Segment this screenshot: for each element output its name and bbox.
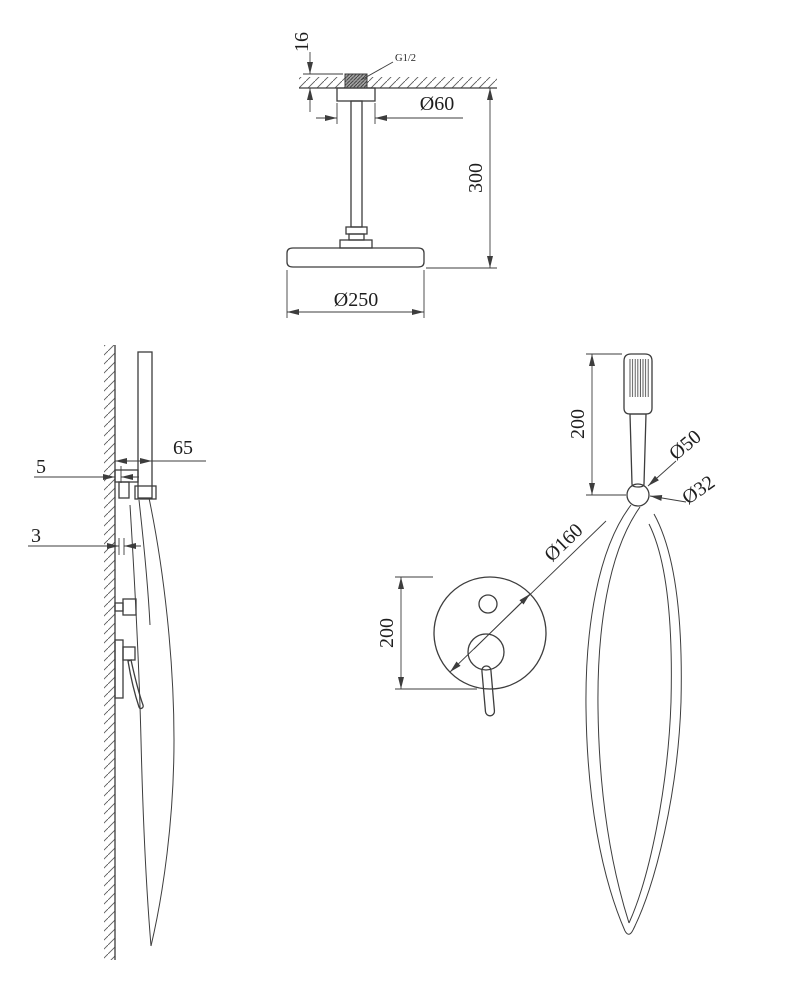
dim-drop-300: 300 <box>426 88 497 269</box>
holder-bracket-body <box>118 481 130 499</box>
dim-projection-65: 65 <box>115 437 206 464</box>
ceiling-flange <box>336 87 376 102</box>
mixer-side-view <box>114 598 144 710</box>
handset-length-label: 200 <box>567 409 589 439</box>
view-handshower-mixer-front: 200 Ø50 Ø32 Ø160 200 <box>376 353 719 935</box>
dim-head-250: Ø250 <box>286 270 425 318</box>
thread-fitting <box>344 73 368 89</box>
ceiling-hatch <box>299 77 497 89</box>
hose-side-view <box>129 497 175 947</box>
dim-recess-16: 16 <box>291 32 343 112</box>
dim-offset-5: 5 <box>34 456 139 483</box>
dim-thickness-3: 3 <box>28 525 141 555</box>
diverter-knob-circle <box>478 594 498 614</box>
holder-outer-label: Ø50 <box>665 426 706 465</box>
diverter-stem-side <box>114 602 124 612</box>
handshower-head <box>623 353 653 415</box>
spray-face <box>628 359 649 397</box>
hose-front-view <box>585 504 682 935</box>
shower-arm <box>350 100 363 228</box>
wall-hatch <box>104 345 116 960</box>
view-wall-profile: 65 5 3 <box>28 345 206 960</box>
plate-thickness-label: 3 <box>31 525 41 547</box>
arm-connector-upper <box>345 226 368 235</box>
holder-projection-label: 65 <box>173 437 193 459</box>
view-ceiling-shower: G1/2 16 Ø60 300 <box>286 32 497 318</box>
head-hub <box>339 239 373 249</box>
thread-leader-line <box>360 61 394 81</box>
arm-connector-lower <box>348 233 365 241</box>
dim-flange-60: Ø60 <box>316 93 463 124</box>
handle-base-circle <box>467 633 505 671</box>
trim-plate-diameter-label: Ø160 <box>540 519 587 566</box>
handle-lever-side <box>127 659 144 710</box>
head-diameter-label: Ø250 <box>334 289 378 311</box>
recess-depth-label: 16 <box>291 32 313 52</box>
shower-head-disc <box>286 247 425 268</box>
bracket-offset-label: 5 <box>36 456 46 478</box>
dim-plate-160: Ø160 <box>449 519 607 673</box>
holder-ring <box>626 483 650 507</box>
holder-inner-label: Ø32 <box>678 471 719 509</box>
handle-lever-front <box>481 665 496 717</box>
diverter-knob-side <box>122 598 137 616</box>
dim-mixer-200: 200 <box>376 576 477 690</box>
flange-diameter-label: Ø60 <box>420 93 454 115</box>
thread-label: G1/2 <box>395 53 416 64</box>
trim-plate-circle <box>433 576 547 690</box>
holder-cup <box>134 485 157 500</box>
mixer-height-label: 200 <box>376 618 398 648</box>
handshower-side-tube <box>137 351 153 499</box>
handshower-handle <box>629 413 647 488</box>
mixer-front-view <box>433 576 547 717</box>
holder-bracket-arm <box>114 469 139 483</box>
trim-plate-side <box>114 639 124 699</box>
dim-holder-diameters: Ø50 Ø32 <box>647 426 719 509</box>
handle-hub-side <box>122 646 136 661</box>
dim-handset-200: 200 <box>567 353 626 496</box>
arm-drop-label: 300 <box>465 163 487 193</box>
